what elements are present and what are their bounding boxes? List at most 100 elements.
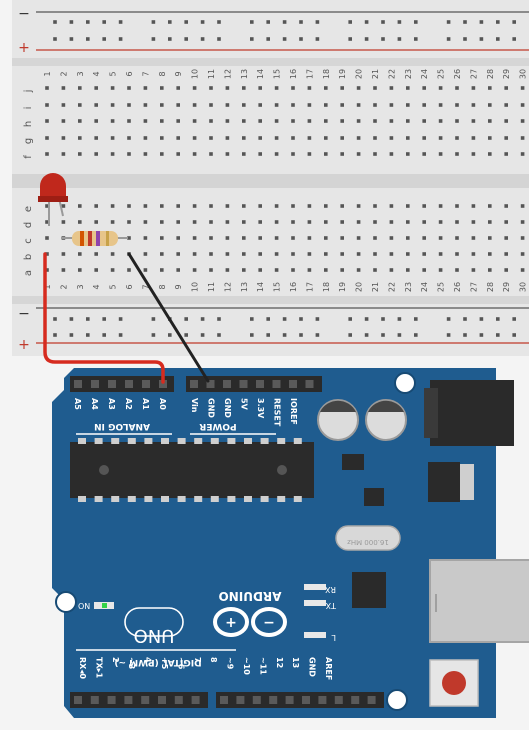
breadboard-hole[interactable] (520, 152, 525, 156)
rail-hole[interactable] (381, 333, 385, 337)
breadboard-hole[interactable] (488, 204, 492, 208)
rail-hole[interactable] (414, 317, 418, 321)
breadboard-hole[interactable] (488, 236, 492, 240)
rail-hole[interactable] (348, 317, 352, 321)
breadboard-hole[interactable] (307, 152, 312, 156)
breadboard-hole[interactable] (143, 119, 148, 123)
header-pin[interactable] (220, 696, 228, 704)
breadboard-hole[interactable] (291, 103, 295, 107)
breadboard-hole[interactable] (471, 86, 476, 90)
rail-hole[interactable] (118, 37, 123, 41)
breadboard-hole[interactable] (373, 103, 377, 107)
breadboard-hole[interactable] (258, 236, 262, 240)
breadboard-hole[interactable] (504, 103, 508, 107)
breadboard-hole[interactable] (225, 252, 230, 256)
breadboard-hole[interactable] (274, 103, 279, 107)
breadboard-hole[interactable] (406, 236, 410, 240)
rail-hole[interactable] (53, 20, 57, 24)
breadboard-hole[interactable] (192, 86, 197, 90)
breadboard-hole[interactable] (110, 103, 115, 107)
breadboard-hole[interactable] (61, 204, 66, 208)
breadboard-hole[interactable] (340, 252, 344, 256)
breadboard-hole[interactable] (110, 268, 115, 272)
header-pin[interactable] (191, 696, 200, 704)
breadboard-hole[interactable] (389, 252, 394, 256)
breadboard-hole[interactable] (324, 252, 328, 256)
power-header[interactable] (186, 376, 322, 392)
breadboard-hole[interactable] (209, 86, 213, 90)
breadboard-hole[interactable] (225, 86, 230, 90)
breadboard-hole[interactable] (356, 86, 361, 90)
breadboard-hole[interactable] (406, 220, 410, 224)
rail-hole[interactable] (315, 20, 320, 24)
breadboard-hole[interactable] (258, 268, 262, 272)
breadboard-hole[interactable] (160, 86, 164, 90)
rail-hole[interactable] (397, 37, 402, 41)
breadboard-hole[interactable] (61, 86, 66, 90)
breadboard-hole[interactable] (471, 119, 476, 123)
breadboard-hole[interactable] (504, 220, 508, 224)
breadboard-hole[interactable] (258, 252, 262, 256)
breadboard-hole[interactable] (225, 119, 230, 123)
breadboard-hole[interactable] (176, 236, 180, 240)
breadboard-hole[interactable] (192, 136, 197, 140)
breadboard-hole[interactable] (471, 252, 476, 256)
breadboard-hole[interactable] (291, 204, 295, 208)
header-pin[interactable] (256, 380, 264, 388)
breadboard-hole[interactable] (61, 136, 66, 140)
breadboard-hole[interactable] (143, 204, 148, 208)
breadboard-hole[interactable] (520, 220, 525, 224)
rail-hole[interactable] (151, 37, 156, 41)
breadboard-hole[interactable] (291, 119, 295, 123)
breadboard-hole[interactable] (307, 204, 312, 208)
rail-hole[interactable] (184, 37, 188, 41)
rail-hole[interactable] (397, 333, 402, 337)
breadboard-hole[interactable] (242, 220, 246, 224)
breadboard-hole[interactable] (225, 204, 230, 208)
rail-hole[interactable] (479, 37, 484, 41)
breadboard-hole[interactable] (307, 236, 312, 240)
breadboard-hole[interactable] (471, 236, 476, 240)
breadboard-hole[interactable] (45, 204, 49, 208)
breadboard-hole[interactable] (94, 220, 98, 224)
breadboard-hole[interactable] (291, 152, 295, 156)
breadboard-hole[interactable] (291, 268, 295, 272)
breadboard-hole[interactable] (504, 204, 508, 208)
breadboard-hole[interactable] (455, 86, 459, 90)
breadboard-hole[interactable] (209, 103, 213, 107)
rail-hole[interactable] (446, 317, 451, 321)
breadboard-hole[interactable] (78, 252, 82, 256)
rail-hole[interactable] (266, 333, 270, 337)
breadboard-hole[interactable] (78, 119, 82, 123)
breadboard-hole[interactable] (61, 103, 66, 107)
rail-hole[interactable] (200, 37, 205, 41)
rail-hole[interactable] (151, 333, 156, 337)
breadboard-hole[interactable] (340, 152, 344, 156)
breadboard-hole[interactable] (274, 268, 279, 272)
rail-hole[interactable] (397, 20, 402, 24)
breadboard-hole[interactable] (160, 252, 164, 256)
rail-hole[interactable] (479, 317, 484, 321)
breadboard-hole[interactable] (324, 220, 328, 224)
rail-hole[interactable] (463, 37, 467, 41)
rail-hole[interactable] (217, 333, 221, 337)
breadboard-hole[interactable] (160, 236, 164, 240)
breadboard-hole[interactable] (438, 103, 443, 107)
breadboard-hole[interactable] (356, 220, 361, 224)
breadboard-hole[interactable] (438, 152, 443, 156)
breadboard-hole[interactable] (61, 220, 66, 224)
breadboard-hole[interactable] (160, 268, 164, 272)
breadboard-hole[interactable] (242, 136, 246, 140)
breadboard-hole[interactable] (406, 152, 410, 156)
breadboard-hole[interactable] (307, 119, 312, 123)
header-pin[interactable] (236, 696, 245, 704)
breadboard-hole[interactable] (422, 204, 426, 208)
breadboard-holes[interactable] (45, 20, 525, 337)
breadboard-hole[interactable] (258, 136, 262, 140)
rail-hole[interactable] (512, 37, 516, 41)
header-pin[interactable] (351, 696, 360, 704)
rail-hole[interactable] (496, 317, 500, 321)
breadboard-hole[interactable] (389, 136, 394, 140)
rail-hole[interactable] (151, 20, 156, 24)
breadboard-hole[interactable] (438, 136, 443, 140)
